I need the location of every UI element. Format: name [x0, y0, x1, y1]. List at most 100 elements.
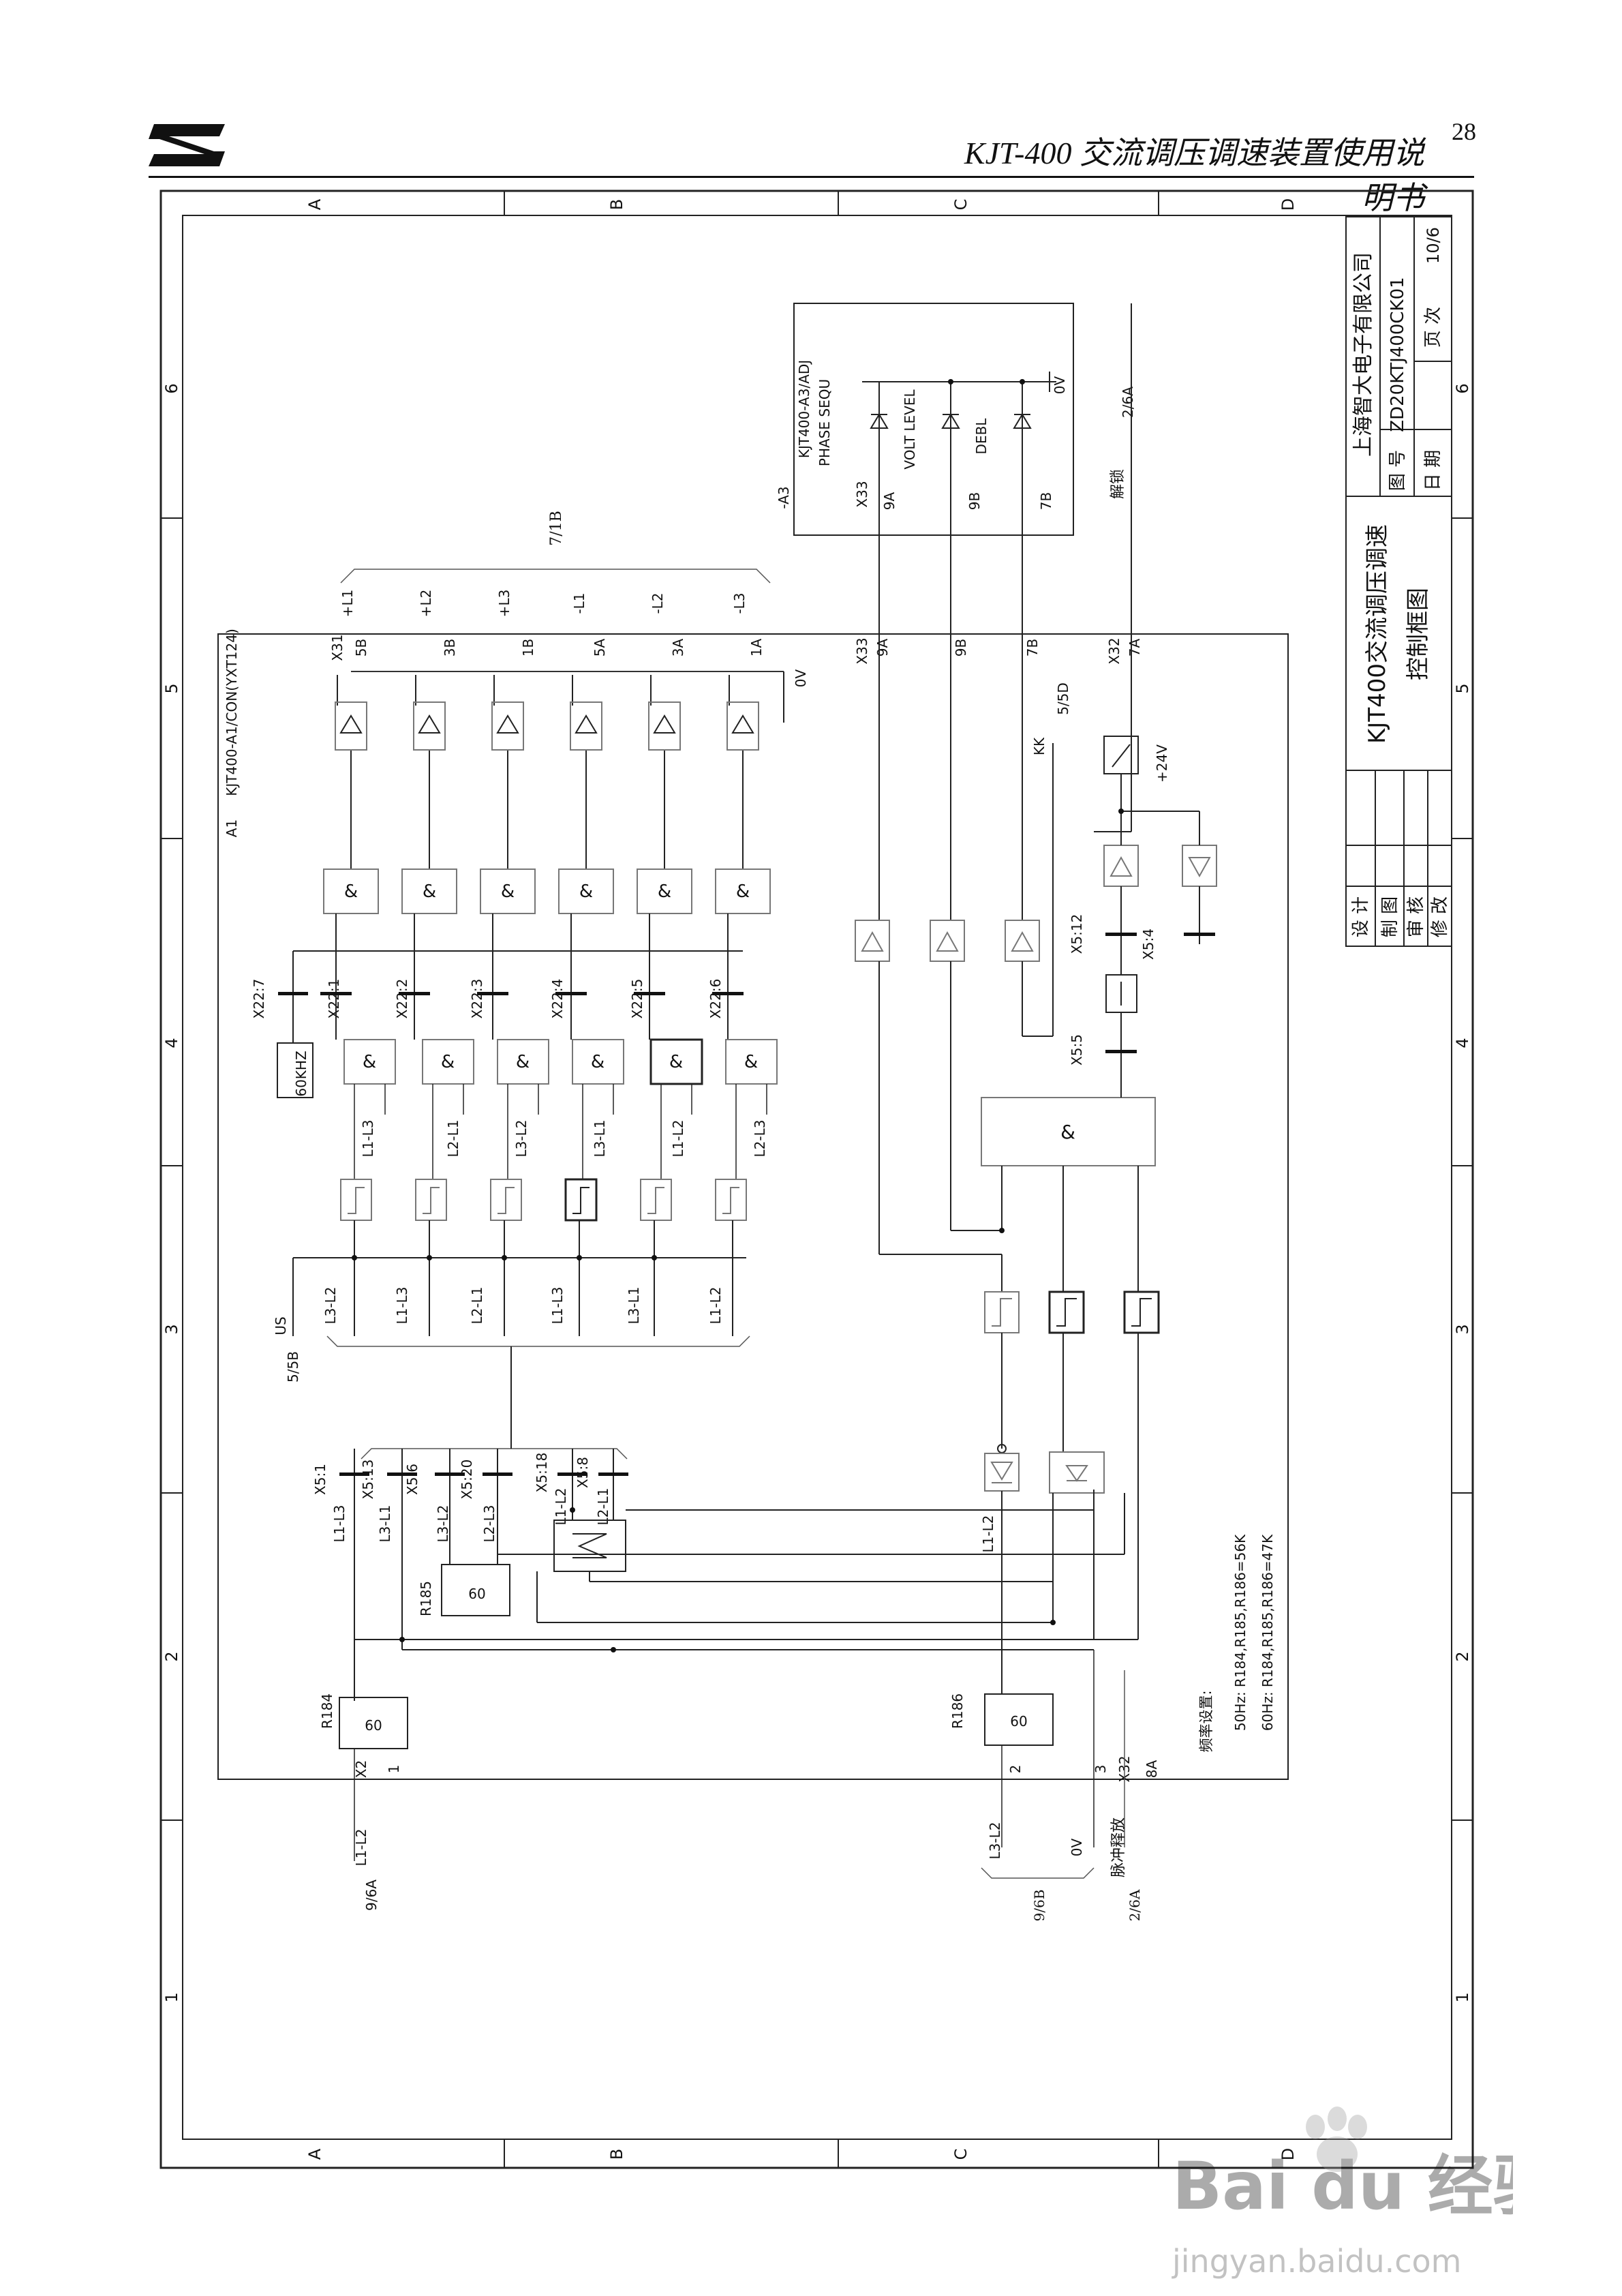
- bus-ref: 7/1B: [548, 511, 565, 546]
- col-label-a-top: A: [305, 198, 324, 210]
- pin-x5-4: X5:4: [1140, 928, 1157, 960]
- lower-label-6: L2-L1: [595, 1488, 611, 1526]
- a1-pin-9a: 9A: [874, 638, 891, 656]
- row-label-3-right: 3: [1453, 1324, 1472, 1334]
- pin-x22-3: X22:3: [469, 979, 485, 1019]
- x5-1: X5:1: [312, 1464, 328, 1495]
- bus-minus-l2: -L2: [649, 592, 666, 614]
- title-block: 上海智大电子有限公司 图 号 ZD20KTJ400CK01 日 期 页 次 10…: [1345, 216, 1452, 947]
- mid-l1-l2: L1-L2: [980, 1515, 996, 1553]
- freq-50hz: 50Hz: R184,R185,R186=56K: [1232, 1534, 1249, 1731]
- us-label-1: L3-L2: [322, 1287, 339, 1325]
- watermark-logo: Bai du 经验: [1159, 2100, 1559, 2277]
- a1-pin-7a: 7A: [1127, 638, 1143, 656]
- led-debl-label: DEBL: [973, 418, 990, 455]
- bus-minus-l3: -L3: [731, 592, 748, 614]
- drawing-no: ZD20KTJ400CK01: [1388, 277, 1408, 432]
- term-1a: 1A: [748, 638, 765, 656]
- col-label-d-top: D: [1279, 198, 1298, 211]
- lower-label-5: L1-L2: [553, 1488, 569, 1526]
- bus-minus-l1: -L1: [571, 592, 587, 614]
- x5-13: X5:13: [360, 1460, 376, 1500]
- page-label: 页 次: [1423, 307, 1443, 348]
- a3-ground: 0V: [1052, 376, 1068, 394]
- bus-plus-l1: +L1: [339, 590, 356, 618]
- bottom-left-signal: L1-L2: [353, 1829, 369, 1867]
- bottom-left-ref: 9/6A: [363, 1879, 380, 1911]
- lower-label-4: L2-L3: [481, 1505, 498, 1543]
- pulse-ref: 2/6A: [1127, 1889, 1143, 1921]
- a3-id: -A3: [776, 486, 792, 509]
- r184-label: R184: [319, 1693, 335, 1729]
- term-x31: X31: [329, 634, 346, 661]
- pin-x22-1: X22:1: [326, 979, 342, 1019]
- bus-plus-l3: +L3: [496, 590, 512, 618]
- us-label-5: L3-L1: [626, 1287, 642, 1325]
- us-label-3: L2-L1: [469, 1287, 485, 1325]
- pulse-release: 脉冲释放: [1110, 1817, 1127, 1877]
- freq-title: 频率设置:: [1198, 1690, 1214, 1752]
- led-volt-label: VOLT LEVEL: [902, 389, 918, 470]
- col-label-a-bottom: A: [305, 2148, 324, 2160]
- and-input-3: L3-L2: [513, 1120, 530, 1158]
- pot-r184-value: 60: [365, 1717, 382, 1734]
- col-label-b-bottom: B: [607, 2149, 626, 2160]
- role-revise: 修 改: [1430, 896, 1450, 937]
- row-label-1-left: 1: [162, 1992, 181, 2002]
- x2-pin1: 1: [386, 1765, 402, 1774]
- pin-x22-2: X22:2: [394, 979, 410, 1019]
- bottom-mid-signal: L3-L2: [987, 1822, 1003, 1860]
- term-5a: 5A: [592, 638, 608, 656]
- and-input-2: L2-L1: [445, 1120, 461, 1158]
- row-label-2-left: 2: [162, 1651, 181, 1661]
- a3-pin-x33: X33: [854, 481, 870, 507]
- oscillator-box: [277, 1042, 313, 1098]
- a3-pin-7b: 7B: [1038, 492, 1054, 510]
- role-draw: 制 图: [1380, 896, 1401, 937]
- row-label-4-right: 4: [1453, 1038, 1472, 1048]
- svg-text:&: &: [363, 1052, 376, 1072]
- step-comparators: [292, 1178, 750, 1442]
- lower-label-3: L3-L2: [435, 1505, 451, 1543]
- bus-plus-l2: +L2: [418, 590, 434, 618]
- term-3b: 3B: [442, 639, 458, 656]
- role-review: 审 核: [1406, 896, 1426, 937]
- lower-network: 60 60 60: [339, 1442, 1138, 1861]
- pin-x22-5: X22:5: [629, 979, 645, 1019]
- document-title: KJT-400 交流调压调速装置使用说明书: [964, 136, 1424, 215]
- and-input-5: L1-L2: [670, 1120, 686, 1158]
- company-logo: [149, 121, 230, 172]
- date-label: 日 期: [1423, 450, 1443, 491]
- pot-r185-value: 60: [468, 1586, 485, 1602]
- col-label-b-top: B: [607, 199, 626, 210]
- a1-pin-9b: 9B: [953, 639, 969, 656]
- and-input-6: L2-L3: [752, 1120, 768, 1158]
- pin-x5-12: X5:12: [1069, 914, 1085, 954]
- row-label-2-right: 2: [1453, 1651, 1472, 1661]
- pin-x22-7: X22:7: [251, 979, 267, 1019]
- col-label-d-bottom: D: [1279, 2148, 1298, 2160]
- a3-ref: 2/6A: [1120, 387, 1136, 418]
- svg-text:&: &: [658, 881, 671, 902]
- row-label-5-right: 5: [1453, 683, 1472, 693]
- osc-label: 60KHZ: [293, 1051, 309, 1096]
- svg-text:&: &: [423, 881, 436, 902]
- lower-label-2: L3-L1: [377, 1505, 393, 1543]
- a1-id: A1: [224, 819, 240, 837]
- a3-name: KJT400-A3/ADJ: [796, 360, 812, 458]
- x5-6: X5:6: [404, 1464, 420, 1495]
- x2-label: X2: [353, 1760, 369, 1778]
- a1-pin-x33: X33: [854, 637, 870, 664]
- driver-triangles: [335, 701, 759, 751]
- pin-x5-5: X5:5: [1069, 1034, 1085, 1066]
- us-label: US: [273, 1316, 289, 1335]
- drawing-no-label: 图 号: [1388, 450, 1408, 491]
- us-label-4: L1-L3: [549, 1287, 566, 1325]
- a3-pin-9b: 9B: [966, 492, 983, 510]
- a1-name: KJT400-A1/CON(YXT124): [224, 629, 240, 796]
- term-1b: 1B: [520, 639, 536, 656]
- col-label-c-top: C: [951, 199, 970, 211]
- x5-18: X5:18: [534, 1453, 550, 1493]
- pin-3: 3: [1092, 1765, 1109, 1774]
- row-label-3-left: 3: [162, 1324, 181, 1334]
